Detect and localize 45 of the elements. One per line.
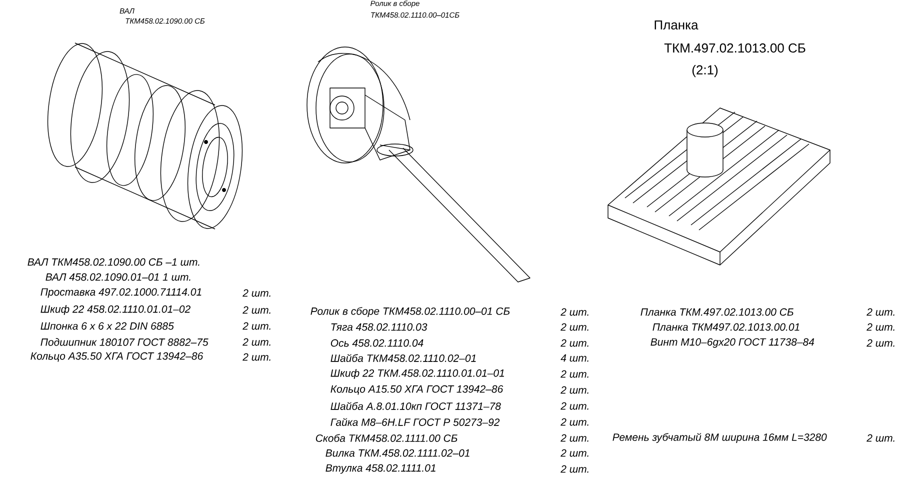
quantity: 2 шт. — [560, 402, 588, 410]
quantity: 2 шт. — [242, 338, 270, 346]
part-name: Винт М10–6gх20 ГОСТ 11738–84 — [650, 338, 814, 348]
quantity: 2 шт. — [560, 434, 588, 442]
quantity: 2 шт. — [242, 353, 270, 361]
drawing-scale: (2:1) — [692, 64, 718, 78]
part-name: Гайка М8–6H.LF ГОСТ Р 50273–92 — [330, 418, 500, 426]
quantity: 2 шт. — [560, 339, 588, 347]
part-name: Ось 458.02.1110.04 — [330, 339, 424, 347]
drawing-title: Планка — [654, 20, 698, 30]
drawing-number: ТКМ.497.02.1013.00 СБ — [664, 43, 806, 53]
quantity: 2 шт. — [560, 370, 588, 378]
quantity: 2 шт. — [560, 418, 588, 426]
parts-list-row: ВАЛ 458.02.1090.01–01 1 шт. — [46, 273, 190, 281]
part-name: Шпонка 6 х 6 х 22 DIN 6885 — [40, 322, 174, 330]
part-name: Втулка 458.02.1111.01 — [326, 464, 436, 474]
quantity: 2 шт. — [866, 434, 894, 442]
quantity: 2 шт. — [242, 306, 270, 314]
quantity: 2 шт. — [866, 339, 894, 347]
quantity: 2 шт. — [560, 323, 588, 331]
quantity: 2 шт. — [560, 449, 588, 457]
part-name: Подшипник 180107 ГОСТ 8882–75 — [40, 338, 208, 346]
quantity: 2 шт. — [560, 465, 588, 473]
quantity: 2 шт. — [560, 386, 588, 394]
part-name: Кольцо А35.50 ХГА ГОСТ 13942–86 — [30, 352, 204, 362]
part-name: Тяга 458.02.1110.03 — [331, 323, 428, 331]
quantity: 4 шт. — [560, 354, 588, 362]
part-name: Шайба А.8.01.10кп ГОСТ 11371–78 — [330, 402, 501, 410]
part-name: Шкиф 22 ТКМ.458.02.1110.01.01–01 — [330, 369, 504, 379]
part-name: Планка ТКМ497.02.1013.00.01 — [652, 323, 800, 331]
part-name: Ролик в сборе ТКМ458.02.1110.00–01 СБ — [310, 307, 510, 317]
part-name: Кольцо А15.50 ХГА ГОСТ 13942–86 — [330, 385, 504, 395]
quantity: 2 шт. — [560, 308, 588, 316]
part-name: Планка ТКМ.497.02.1013.00 СБ — [640, 308, 794, 316]
quantity: 2 шт. — [242, 289, 270, 297]
part-name: Шайба ТКМ458.02.1110.02–01 — [330, 354, 476, 362]
quantity: 2 шт. — [866, 323, 894, 331]
parts-list-row: ВАЛ ТКМ458.02.1090.00 СБ –1 шт. — [28, 258, 200, 266]
quantity: 2 шт. — [866, 308, 894, 316]
part-name: Скоба ТКМ458.02.1111.00 СБ — [316, 434, 458, 442]
part-name: Ремень зубчатый 8М ширина 16мм L=3280 — [612, 433, 827, 443]
part-name: Вилка ТКМ.458.02.1111.02–01 — [326, 449, 470, 457]
part-name: Шкиф 22 458.02.1110.01.01–02 — [40, 305, 190, 315]
part-name: Проставка 497.02.1000.71114.01 — [40, 288, 202, 298]
quantity: 2 шт. — [242, 322, 270, 330]
